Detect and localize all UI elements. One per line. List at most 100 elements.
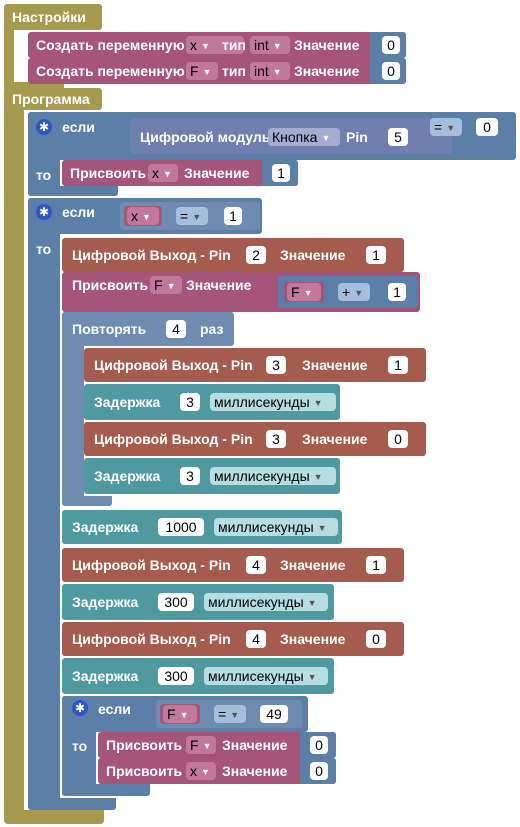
digital-output-block[interactable]: Цифровой Выход - Pin 4 Значение 0 xyxy=(62,622,404,656)
pin-field[interactable]: 4 xyxy=(246,556,266,574)
if1-condition-row[interactable]: ✱ если Цифровой модуль Кнопка▼ Pin 5 =▼ … xyxy=(28,112,516,160)
if2-condition-row[interactable]: ✱ если x▼ =▼ 1 xyxy=(28,198,262,234)
unit-dropdown[interactable]: миллисекунды▼ xyxy=(210,467,336,485)
if-label: если xyxy=(62,119,95,135)
value-field[interactable]: 0 xyxy=(366,630,386,648)
digital-output-label: Цифровой Выход - Pin xyxy=(94,357,253,373)
delay-block[interactable]: Задержка 3 миллисекунды▼ xyxy=(84,458,340,494)
chevron-down-icon: ▼ xyxy=(317,523,327,533)
pin-field[interactable]: 4 xyxy=(246,630,266,648)
variable-name-dropdown[interactable]: x▼ xyxy=(186,36,244,54)
operator-dropdown[interactable]: +▼ xyxy=(338,283,370,301)
create-variable-x-block[interactable]: Создать переменную x▼ тип int▼ Значение … xyxy=(28,32,406,58)
variable-block[interactable]: F▼ xyxy=(284,282,324,302)
variable-dropdown[interactable]: x▼ xyxy=(148,164,178,182)
variable-dropdown[interactable]: F▼ xyxy=(186,736,216,754)
value-field[interactable]: 0 xyxy=(382,36,400,54)
value-field[interactable]: 1 xyxy=(366,246,386,264)
value-field[interactable]: 1 xyxy=(366,556,386,574)
assign-x-block[interactable]: Присвоить x▼ Значение 1 xyxy=(62,160,298,186)
pin-field[interactable]: 2 xyxy=(246,246,266,264)
value-field[interactable]: 0 xyxy=(382,62,400,80)
value-field[interactable]: 0 xyxy=(388,430,408,448)
compare-field[interactable]: 0 xyxy=(476,118,498,136)
chevron-down-icon: ▼ xyxy=(179,710,189,720)
digital-output-label: Цифровой Выход - Pin xyxy=(72,247,231,263)
pin-field[interactable]: 5 xyxy=(388,128,408,146)
value-field[interactable]: 0 xyxy=(310,762,328,780)
value-field[interactable]: 1 xyxy=(272,164,290,182)
repeat-header[interactable]: Повторять 4 раз xyxy=(62,312,234,346)
delay-value-field[interactable]: 300 xyxy=(158,667,194,685)
if3-condition-row[interactable]: ✱ если F▼ =▼ 49 xyxy=(62,696,308,732)
variable-dropdown[interactable]: x▼ xyxy=(186,762,216,780)
repeat-count-field[interactable]: 4 xyxy=(166,320,186,338)
repeat-label: Повторять xyxy=(72,321,147,337)
chevron-down-icon: ▼ xyxy=(446,123,456,133)
type-value: int xyxy=(254,37,269,53)
value-field[interactable]: 0 xyxy=(310,736,328,754)
operator-dropdown[interactable]: =▼ xyxy=(214,705,246,723)
pin-field[interactable]: 3 xyxy=(266,356,286,374)
chevron-down-icon: ▼ xyxy=(303,288,313,298)
unit-dropdown[interactable]: миллисекунды▼ xyxy=(204,667,328,685)
digital-output-block[interactable]: Цифровой Выход - Pin 2 Значение 1 xyxy=(62,238,404,272)
digital-output-block[interactable]: Цифровой Выход - Pin 3 Значение 1 xyxy=(84,348,426,382)
unit-dropdown[interactable]: миллисекунды▼ xyxy=(214,518,338,536)
delay-block[interactable]: Задержка 300 миллисекунды▼ xyxy=(62,584,334,620)
module-dropdown[interactable]: Кнопка▼ xyxy=(268,128,340,146)
digital-output-block[interactable]: Цифровой Выход - Pin 4 Значение 1 xyxy=(62,548,404,582)
variable-value: x xyxy=(131,208,138,224)
math-block[interactable]: F▼ +▼ 1 xyxy=(278,276,418,308)
rhs-field[interactable]: 1 xyxy=(388,283,406,301)
assign-f-block[interactable]: Присвоить F▼ Значение F▼ +▼ 1 xyxy=(62,272,420,312)
setup-header[interactable]: Настройки xyxy=(4,4,102,30)
variable-dropdown[interactable]: F▼ xyxy=(163,705,197,723)
value-label: Значение xyxy=(184,165,250,181)
repeat-frame[interactable] xyxy=(62,312,84,506)
setup-block-frame[interactable] xyxy=(4,4,14,90)
variable-block[interactable]: F▼ xyxy=(160,704,200,724)
delay-value-field[interactable]: 300 xyxy=(158,593,194,611)
chevron-down-icon: ▼ xyxy=(202,67,212,77)
unit-dropdown[interactable]: миллисекунды▼ xyxy=(204,593,328,611)
if-label: если xyxy=(62,204,95,220)
variable-value: F xyxy=(167,706,176,722)
digital-output-block[interactable]: Цифровой Выход - Pin 3 Значение 0 xyxy=(84,422,426,456)
pin-field[interactable]: 3 xyxy=(266,430,286,448)
operator-dropdown[interactable]: =▼ xyxy=(430,118,462,136)
variable-block[interactable]: x▼ xyxy=(124,206,162,226)
delay-block[interactable]: Задержка 300 миллисекунды▼ xyxy=(62,658,334,694)
delay-block[interactable]: Задержка 1000 миллисекунды▼ xyxy=(62,510,342,544)
create-variable-f-block[interactable]: Создать переменную F▼ тип int▼ Значение … xyxy=(28,58,406,84)
variable-dropdown[interactable]: x▼ xyxy=(127,207,159,225)
delay-value-field[interactable]: 3 xyxy=(180,393,200,411)
delay-block[interactable]: Задержка 3 миллисекунды▼ xyxy=(84,384,340,420)
unit-dropdown[interactable]: миллисекунды▼ xyxy=(210,393,336,411)
digital-module-block[interactable]: Цифровой модуль Кнопка▼ Pin 5 xyxy=(130,118,452,154)
digital-module-label: Цифровой модуль xyxy=(140,129,271,145)
compare-block[interactable]: x▼ =▼ 1 xyxy=(120,202,260,230)
variable-dropdown[interactable]: F▼ xyxy=(150,276,182,294)
assign-f-zero-block[interactable]: Присвоить F▼ Значение 0 xyxy=(98,732,336,758)
variable-name-dropdown[interactable]: F▼ xyxy=(186,62,218,80)
chevron-down-icon: ▼ xyxy=(272,67,282,77)
operator-dropdown[interactable]: =▼ xyxy=(176,207,208,225)
delay-value-field[interactable]: 3 xyxy=(180,467,200,485)
gear-icon[interactable]: ✱ xyxy=(36,119,52,135)
gear-icon[interactable]: ✱ xyxy=(72,700,88,716)
type-dropdown[interactable]: int▼ xyxy=(250,36,290,54)
variable-dropdown[interactable]: F▼ xyxy=(287,283,321,301)
value-field[interactable]: 1 xyxy=(388,356,408,374)
program-block-frame[interactable] xyxy=(4,88,24,822)
gear-icon[interactable]: ✱ xyxy=(36,204,52,220)
if2-frame[interactable] xyxy=(28,198,60,808)
delay-label: Задержка xyxy=(72,594,139,610)
delay-value-field[interactable]: 1000 xyxy=(158,518,204,536)
compare-block[interactable]: F▼ =▼ 49 xyxy=(156,700,302,728)
type-dropdown[interactable]: int▼ xyxy=(250,62,290,80)
assign-x-zero-block[interactable]: Присвоить x▼ Значение 0 xyxy=(98,758,336,784)
program-header[interactable]: Программа xyxy=(4,88,102,110)
compare-field[interactable]: 49 xyxy=(260,705,288,723)
compare-field[interactable]: 1 xyxy=(224,207,242,225)
